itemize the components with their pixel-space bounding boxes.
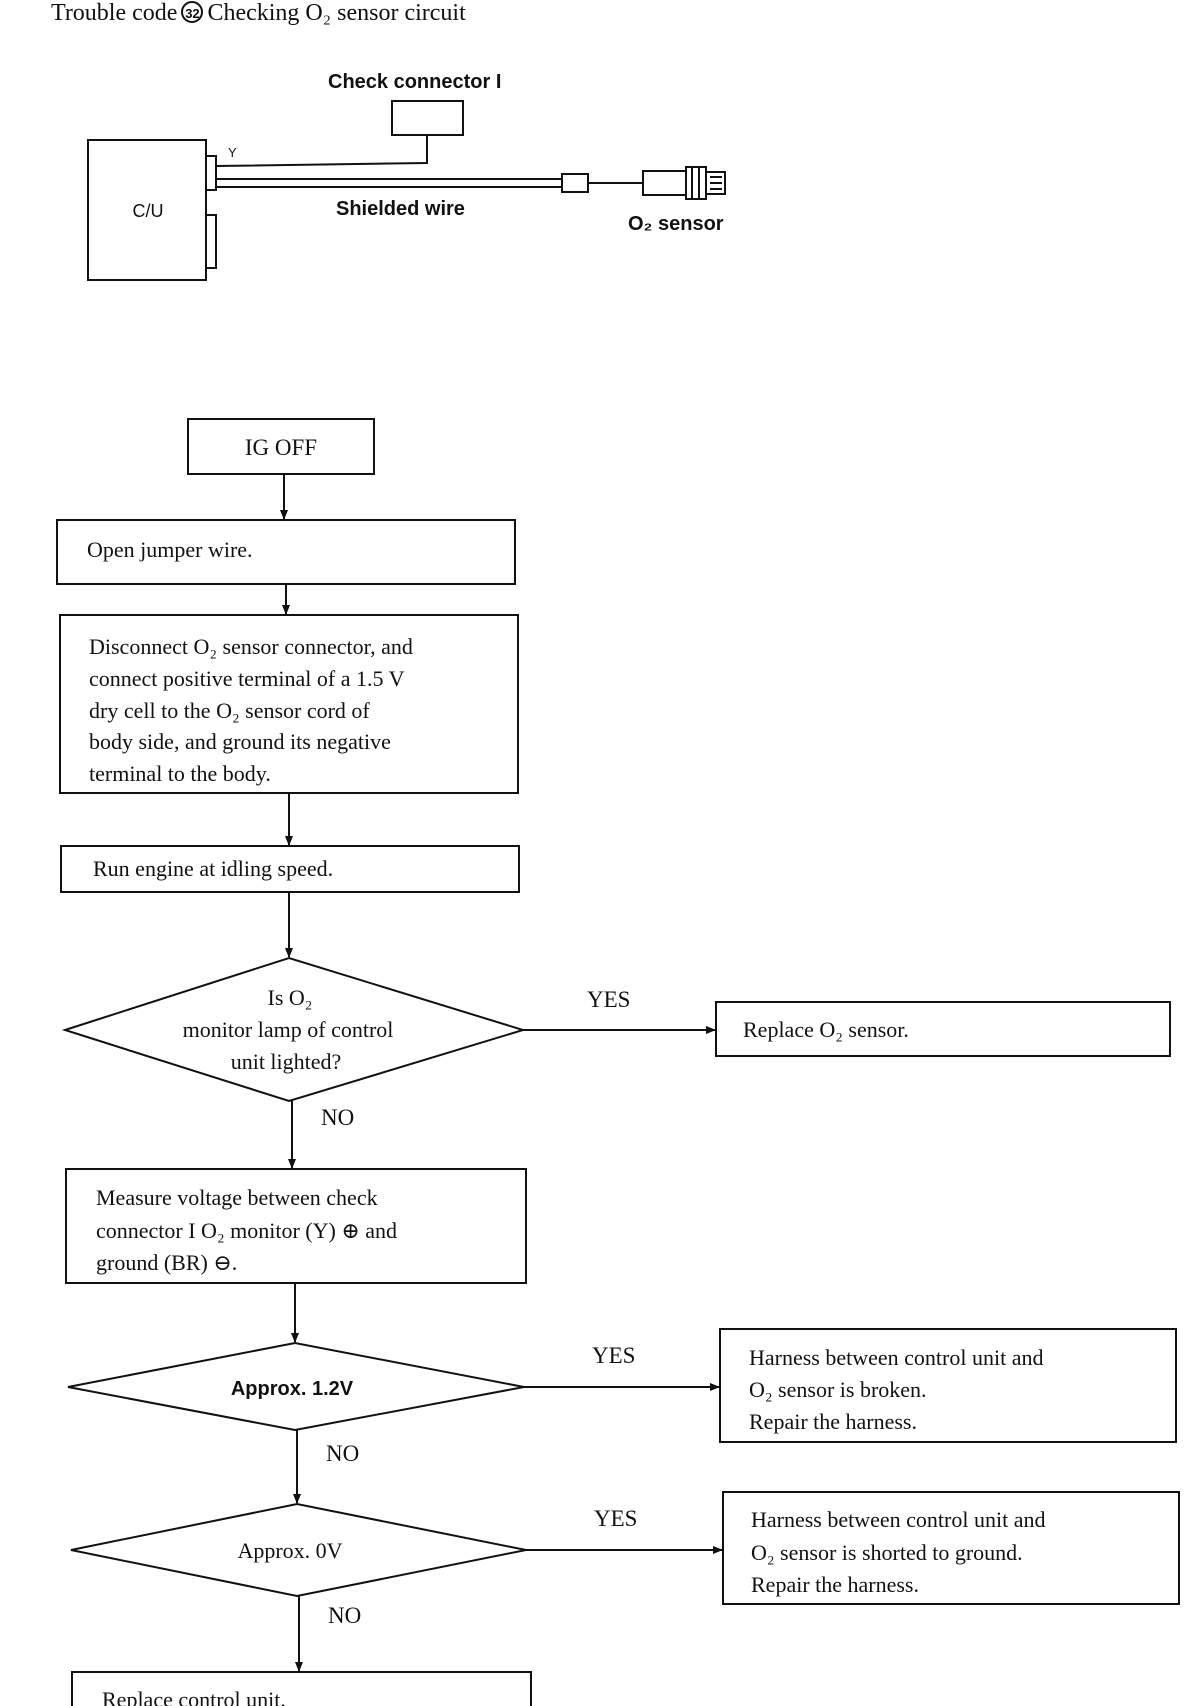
step-disconnect-line: body side, and ground its negative [89,729,391,754]
shielded-wire-label: Shielded wire [336,198,465,220]
sensor-hex [685,166,707,200]
result-harness-shorted-line: Harness between control unit and [751,1507,1045,1532]
wire-color-label: Y [228,145,237,160]
title-rest: Checking O₂ sensor circuit [207,0,466,26]
check-connector-box [391,100,464,136]
step-disconnect-line: connect positive terminal of a 1.5 V [89,666,405,691]
result-harness-broken-box [719,1328,1177,1443]
no-label: NO [326,1441,359,1466]
cu-label: C/U [133,201,164,221]
step-disconnect-line: Disconnect O₂ sensor connector, and [89,634,413,659]
sensor-label: O₂ sensor [628,213,724,235]
no-label: NO [321,1105,354,1130]
result-replace-sensor-box [715,1001,1171,1057]
decision-lamp-line: monitor lamp of control [183,1017,394,1042]
step-disconnect-line: dry cell to the O₂ sensor cord of [89,698,370,723]
result-harness-shorted-line: Repair the harness. [751,1572,919,1597]
control-unit-box [87,139,207,281]
yes-label: YES [587,987,630,1012]
step-measure-line: connector I O₂ monitor (Y) ⊕ and [96,1218,397,1243]
result-harness-broken-line: O₂ sensor is broken. [749,1377,927,1402]
result-harness-shorted-line: O₂ sensor is shorted to ground. [751,1540,1023,1565]
step-run-engine-label: Run engine at idling speed. [93,856,333,881]
step-disconnect-line: terminal to the body. [89,761,271,786]
cu-connector-upper [205,155,217,191]
result-harness-shorted-box [722,1491,1180,1605]
result-replace-sensor-label: Replace O₂ sensor. [743,1017,909,1042]
result-harness-broken-line: Harness between control unit and [749,1345,1043,1370]
step-ig-off-label: IG OFF [245,435,317,460]
sensor-body [642,170,687,196]
check-connector-label: Check connector I [328,71,501,93]
wiring-diagram [87,100,726,281]
no-label: NO [328,1603,361,1628]
step-open-jumper-label: Open jumper wire. [87,537,253,562]
result-replace-cu-label: Replace control unit. [102,1687,286,1706]
sensor-tip [705,171,726,195]
result-harness-broken-line: Repair the harness. [749,1409,917,1434]
yes-label: YES [594,1506,637,1531]
decision-0v-label: Approx. 0V [237,1538,342,1563]
wire-connector [561,173,589,193]
decision-1-2v-label: Approx. 1.2V [231,1378,354,1400]
check-connector-wire [215,135,428,167]
title-prefix: Trouble code [51,0,178,26]
decision-lamp-line: unit lighted? [231,1049,342,1074]
yes-label: YES [592,1343,635,1368]
step-measure-line: ground (BR) ⊖. [96,1250,237,1275]
cu-connector-lower [205,214,217,269]
step-measure-line: Measure voltage between check [96,1185,378,1210]
trouble-code-badge: 32 [181,1,204,23]
step-ig-off-box [187,418,375,475]
decision-lamp-line: Is O₂ [268,985,313,1010]
result-replace-cu-box [71,1671,532,1706]
